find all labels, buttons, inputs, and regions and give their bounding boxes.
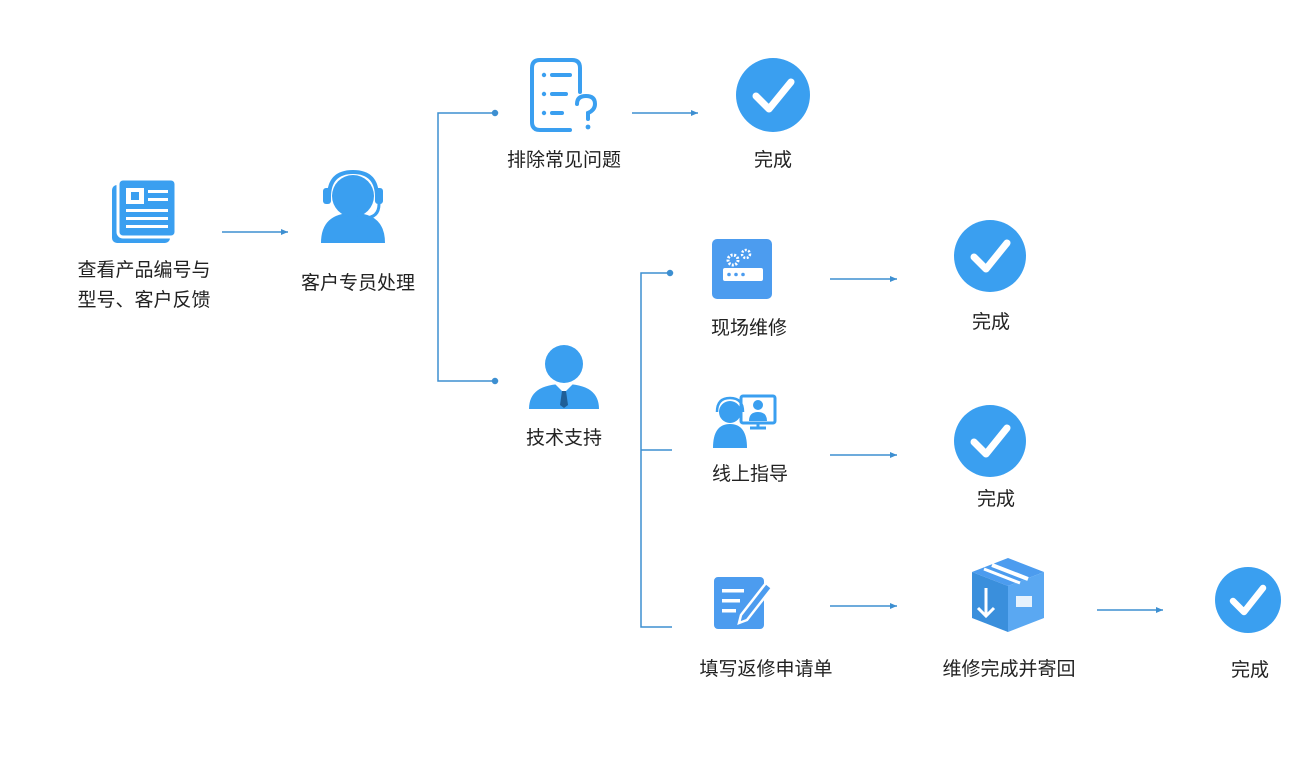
newspaper-icon xyxy=(112,177,178,243)
branch-tech-bracket xyxy=(640,272,672,628)
label-onsite-repair: 现场维修 xyxy=(710,317,788,339)
check-circle-icon xyxy=(954,220,1026,292)
label-done-onsite: 完成 xyxy=(971,311,1011,333)
check-circle-icon xyxy=(954,405,1026,477)
router-gear-icon xyxy=(712,239,772,299)
label-troubleshoot: 排除常见问题 xyxy=(506,149,622,171)
check-circle-icon xyxy=(1215,567,1281,633)
checklist-question-icon xyxy=(530,58,598,132)
connector-lines xyxy=(222,109,1163,628)
video-call-icon xyxy=(713,394,777,448)
label-repair-return: 维修完成并寄回 xyxy=(942,658,1076,680)
package-box-icon xyxy=(972,558,1044,632)
edit-form-icon xyxy=(714,577,774,629)
check-circle-icon xyxy=(736,58,810,132)
label-done-troubleshoot: 完成 xyxy=(753,149,793,171)
branch-dot-tech xyxy=(491,377,499,385)
label-check-product: 查看产品编号与 型号、客户反馈 xyxy=(77,255,210,315)
label-customer-rep: 客户专员处理 xyxy=(300,272,416,294)
label-done-return: 完成 xyxy=(1230,659,1270,681)
label-check-product-line2: 型号、客户反馈 xyxy=(77,289,211,311)
branch-dot-onsite xyxy=(666,269,674,277)
label-check-product-line1: 查看产品编号与 xyxy=(77,259,211,281)
business-person-icon xyxy=(529,345,599,409)
branch-dot-troubleshoot xyxy=(491,109,499,117)
label-repair-form: 填写返修申请单 xyxy=(699,658,833,680)
label-online-guide: 线上指导 xyxy=(711,463,789,485)
headset-agent-icon xyxy=(321,169,385,243)
label-tech-support: 技术支持 xyxy=(525,427,603,449)
branch-rep-bracket xyxy=(437,112,497,382)
label-done-online: 完成 xyxy=(976,488,1016,510)
